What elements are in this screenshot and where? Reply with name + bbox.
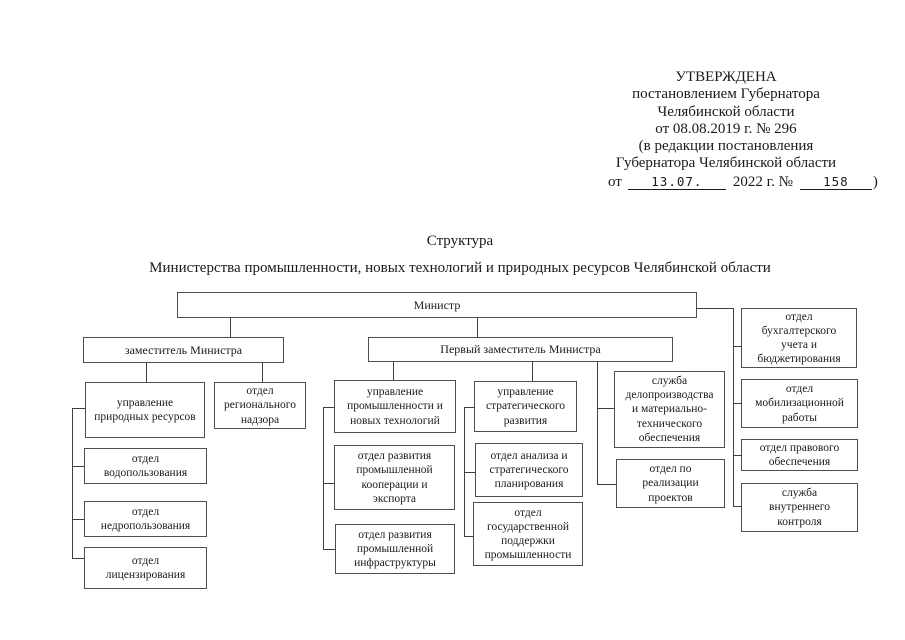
connector-line	[697, 308, 734, 309]
connector-line	[597, 362, 598, 485]
connector-line	[464, 407, 474, 408]
connector-line	[323, 407, 324, 550]
org-node-licensing: отдел лицензирования	[84, 547, 207, 589]
approval-prefix: от	[608, 174, 622, 190]
page-title-line2: Министерства промышленности, новых техно…	[149, 260, 771, 276]
connector-line	[323, 407, 334, 408]
approval-suffix: )	[872, 174, 878, 190]
connector-line	[146, 363, 147, 382]
org-node-natural-resources-dept: управление природных ресурсов	[85, 382, 205, 438]
connector-line	[323, 549, 335, 550]
connector-line	[733, 455, 742, 456]
connector-line	[72, 519, 84, 520]
org-node-accounting-budgeting: отдел бухгалтерского учета и бюджетирова…	[741, 308, 857, 368]
org-node-regional-supervision: отдел регионального надзора	[214, 382, 306, 429]
approval-block: УТВЕРЖДЕНА постановлением Губернатора Че…	[615, 69, 837, 172]
connector-line	[262, 363, 263, 382]
org-node-industry-dept: управление промышленности и новых технол…	[334, 380, 456, 433]
org-node-project-implementation: отдел по реализации проектов	[616, 459, 725, 508]
connector-line	[393, 362, 394, 380]
org-node-first-deputy-minister: Первый заместитель Министра	[368, 337, 673, 362]
connector-line	[72, 466, 84, 467]
org-node-industrial-cooperation: отдел развития промышленной кооперации и…	[334, 445, 455, 510]
connector-line	[72, 558, 84, 559]
org-node-subsoil-use: отдел недропользования	[84, 501, 207, 537]
connector-line	[733, 506, 742, 507]
connector-line	[72, 408, 85, 409]
page-title: Структура Министерства промышленности, н…	[15, 233, 905, 277]
approval-middle: 2022 г. №	[732, 174, 793, 190]
org-node-strategic-dept: управление стратегического развития	[474, 381, 577, 432]
connector-line	[72, 408, 73, 559]
org-node-minister: Министр	[177, 292, 697, 318]
approval-number-fill: 158	[799, 174, 872, 190]
org-node-records-logistics: служба делопроизводства и материально- т…	[614, 371, 725, 448]
org-node-deputy-minister: заместитель Министра	[83, 337, 284, 363]
org-node-industrial-infrastructure: отдел развития промышленной инфраструкту…	[335, 524, 455, 574]
approval-last-line: от 13.07. 2022 г. № 158 )	[608, 174, 878, 191]
org-node-state-support: отдел государственной поддержки промышле…	[473, 502, 583, 566]
connector-line	[323, 483, 334, 484]
org-node-water-use: отдел водопользования	[84, 448, 207, 484]
org-node-mobilization: отдел мобилизационной работы	[741, 379, 858, 428]
connector-line	[597, 484, 616, 485]
connector-line	[733, 403, 742, 404]
page-title-line1: Структура	[426, 233, 494, 249]
approval-date-fill: 13.07.	[627, 174, 726, 190]
connector-line	[733, 346, 742, 347]
connector-line	[733, 308, 734, 507]
connector-line	[230, 318, 231, 337]
org-node-legal-support: отдел правового обеспечения	[741, 439, 858, 471]
connector-line	[464, 472, 475, 473]
connector-line	[464, 536, 473, 537]
org-node-internal-control: служба внутреннего контроля	[741, 483, 858, 532]
connector-line	[532, 362, 533, 381]
connector-line	[597, 408, 614, 409]
connector-line	[477, 318, 478, 337]
org-node-analysis-planning: отдел анализа и стратегического планиров…	[475, 443, 583, 497]
